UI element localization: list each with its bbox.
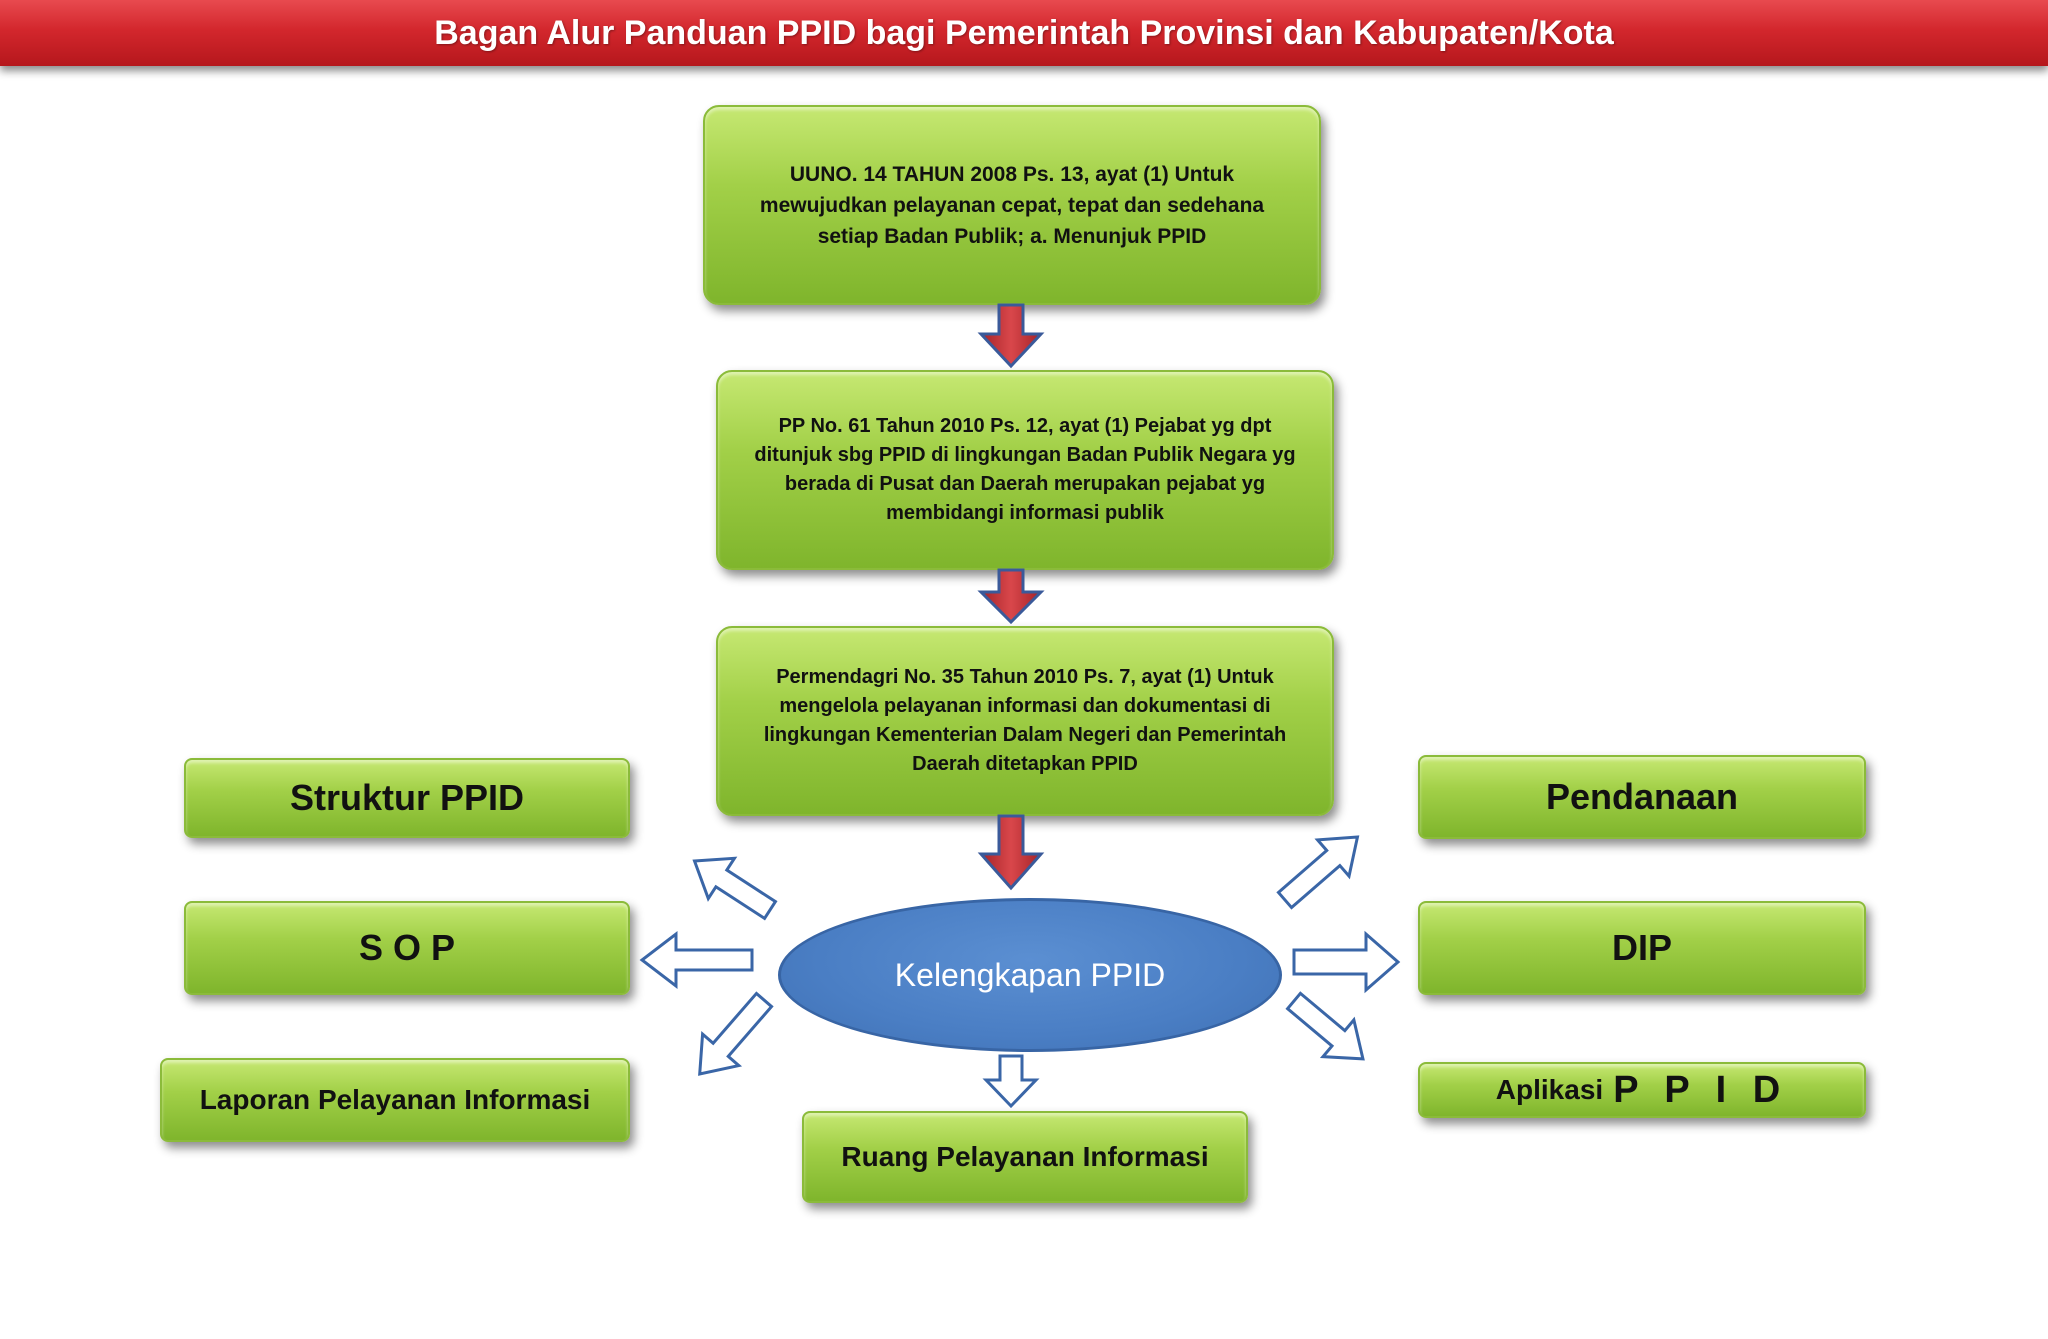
flow-box-permendagri35-text: Permendagri No. 35 Tahun 2010 Ps. 7, aya… [763,666,1287,775]
item-ruang-pelayanan-label: Ruang Pelayanan Informasi [841,1141,1209,1172]
flow-box-uu14: UUNO. 14 TAHUN 2008 Ps. 13, ayat (1) Unt… [703,105,1321,305]
item-dip: DIP [1418,901,1866,995]
item-aplikasi-ppid-text: P P I D [1613,1068,1789,1111]
item-struktur-ppid: Struktur PPID [184,758,630,838]
outline-arrow-to-struktur [692,856,778,921]
item-pendanaan-label: Pendanaan [1545,776,1739,817]
page-title: Bagan Alur Panduan PPID bagi Pemerintah … [434,13,1614,52]
flow-box-pp61-text: PP No. 61 Tahun 2010 Ps. 12, ayat (1) Pe… [754,415,1296,524]
down-arrow-1 [977,303,1045,369]
item-aplikasi-ppid: Aplikasi P P I D [1418,1062,1866,1118]
item-struktur-ppid-label: Struktur PPID [289,777,525,818]
item-laporan-pelayanan-label: Laporan Pelayanan Informasi [199,1084,591,1115]
outline-arrow-to-aplikasi [1285,991,1365,1061]
item-laporan-pelayanan: Laporan Pelayanan Informasi [160,1058,630,1142]
title-bar: Bagan Alur Panduan PPID bagi Pemerintah … [0,0,2048,66]
flow-box-permendagri35: Permendagri No. 35 Tahun 2010 Ps. 7, aya… [716,626,1334,816]
hub-label: Kelengkapan PPID [894,956,1166,993]
down-arrow-3 [977,814,1045,891]
flow-box-uu14-text: UUNO. 14 TAHUN 2008 Ps. 13, ayat (1) Unt… [759,162,1265,248]
item-pendanaan: Pendanaan [1418,755,1866,839]
item-aplikasi-prefix: Aplikasi [1495,1074,1604,1105]
item-sop: S O P [184,901,630,995]
outline-arrow-to-sop [639,930,754,990]
outline-arrow-to-pendanaan [1276,835,1360,910]
flow-box-pp61: PP No. 61 Tahun 2010 Ps. 12, ayat (1) Pe… [716,370,1334,570]
outline-arrow-to-dip [1292,930,1401,994]
down-arrow-2 [977,568,1045,625]
hub-kelengkapan-ppid: Kelengkapan PPID [778,898,1282,1052]
item-ruang-pelayanan: Ruang Pelayanan Informasi [802,1111,1248,1203]
outline-arrow-to-ruang [982,1054,1040,1109]
item-sop-label: S O P [358,927,456,968]
item-dip-label: DIP [1611,927,1672,968]
outline-arrow-to-laporan [698,991,774,1076]
